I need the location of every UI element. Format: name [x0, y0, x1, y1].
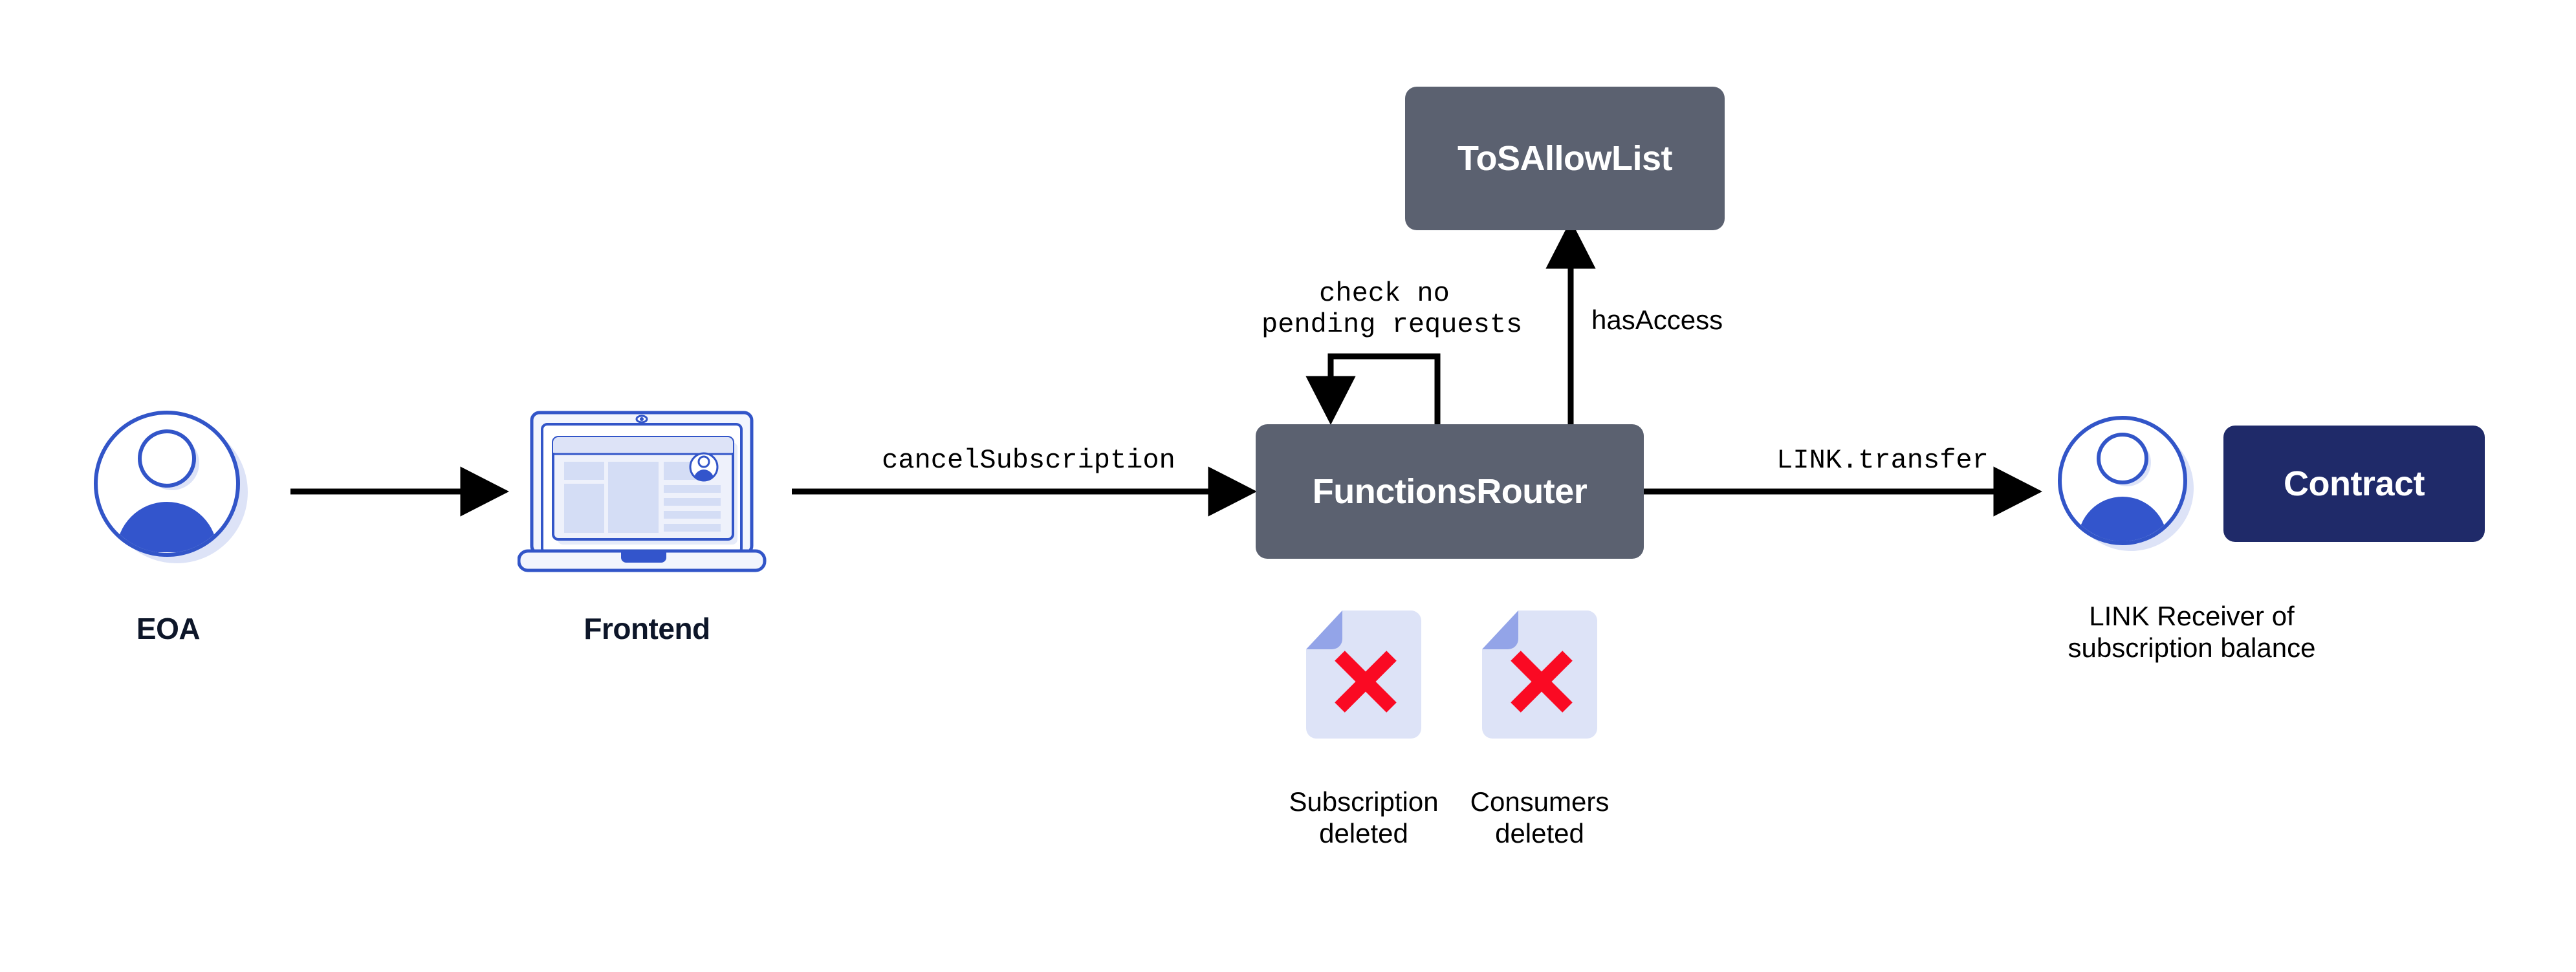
document-x-icon: [1306, 610, 1421, 739]
link-receiver-caption-line1: LINK Receiver of: [2089, 601, 2295, 631]
status-consumers-deleted-caption-line1: Consumers: [1470, 786, 1610, 817]
node-tos-allow-list-label: ToSAllowList: [1457, 139, 1672, 178]
link-receiver-caption-line2: subscription balance: [2068, 632, 2316, 663]
node-functions-router[interactable]: FunctionsRouter: [1256, 424, 1644, 559]
avatar-icon: [2058, 416, 2194, 551]
frontend-node[interactable]: [517, 407, 776, 576]
node-contract-label: Contract: [2283, 464, 2425, 503]
status-subscription-deleted: [1302, 609, 1425, 740]
link-receiver-node[interactable]: [2055, 414, 2198, 556]
node-functions-router-label: FunctionsRouter: [1312, 472, 1588, 511]
status-consumers-deleted-caption-line2: deleted: [1495, 818, 1584, 848]
edge-label-check-no-pending-line1: check no: [1319, 278, 1450, 309]
document-x-icon: [1482, 610, 1597, 739]
laptop-icon: [517, 411, 767, 572]
edge-label-cancel-subscription: cancelSubscription: [882, 445, 1175, 476]
edge-label-check-no-pending-line2: pending requests: [1261, 309, 1523, 340]
node-tos-allow-list[interactable]: ToSAllowList: [1405, 87, 1725, 230]
status-consumers-deleted: [1478, 609, 1601, 740]
avatar-icon: [94, 411, 248, 563]
arrow-router-self-loop: [1305, 353, 1441, 426]
edge-label-link-transfer: LINK.transfer: [1776, 445, 1989, 476]
node-contract[interactable]: Contract: [2223, 426, 2485, 542]
frontend-node-label: Frontend: [584, 612, 710, 645]
eoa-node[interactable]: [91, 407, 252, 569]
status-subscription-deleted-caption-line1: Subscription: [1289, 786, 1439, 817]
status-subscription-deleted-caption-line2: deleted: [1319, 818, 1408, 848]
eoa-node-label: EOA: [136, 612, 201, 645]
edge-label-has-access: hasAccess: [1591, 305, 1723, 335]
